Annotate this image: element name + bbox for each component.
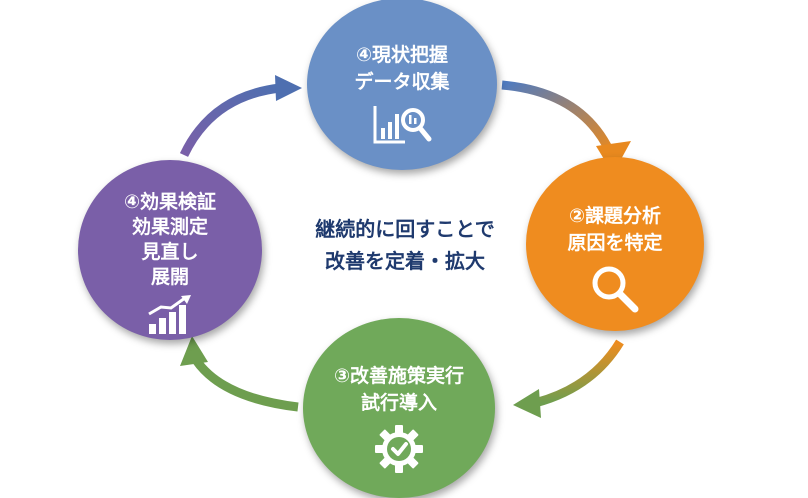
arrow-bottom-to-left xyxy=(192,357,299,412)
growth-chart-icon xyxy=(148,295,191,334)
chart-magnifier-icon xyxy=(373,106,432,144)
step-circle-issue-analysis: ②課題分析 原因を特定 xyxy=(526,157,704,331)
center-message-line2: 改善を定着・拡大 xyxy=(325,249,485,273)
cycle-center-message: 継続的に回すことで 改善を定着・拡大 xyxy=(300,213,510,277)
step-circle-current-state: ④現状把握 データ収集 xyxy=(307,0,497,170)
step-title-line1: ②課題分析 xyxy=(568,205,662,227)
step-title-line1: ④効果検証 xyxy=(123,191,217,213)
arrow-left-to-top-head xyxy=(275,75,302,101)
arrow-right-to-bottom xyxy=(533,339,624,408)
magnifier-icon xyxy=(592,266,639,313)
step-title-line1: ④現状把握 xyxy=(355,44,449,66)
step-circle-effect-verification: ④効果検証 効果測定 見直し 展開 xyxy=(78,160,262,340)
step-title-line2: 効果測定 xyxy=(131,216,208,238)
center-message-line1: 継続的に回すことで xyxy=(315,217,495,241)
step-title-line2: データ収集 xyxy=(354,71,450,93)
arrow-right-to-bottom-head xyxy=(513,389,541,418)
step-title-line1: ③改善施策実行 xyxy=(333,365,465,387)
gear-check-icon xyxy=(375,425,423,473)
step-title-line4: 展開 xyxy=(150,266,189,288)
arrow-bottom-to-left-head xyxy=(180,336,208,366)
step-circle-implementation: ③改善施策実行 試行導入 xyxy=(303,318,495,498)
arrow-left-to-top xyxy=(179,83,281,157)
step-title-line2: 原因を特定 xyxy=(567,232,663,254)
arrow-top-to-right xyxy=(501,80,615,154)
step-title-line2: 試行導入 xyxy=(360,392,437,414)
step-title-line3: 見直し xyxy=(141,241,199,263)
